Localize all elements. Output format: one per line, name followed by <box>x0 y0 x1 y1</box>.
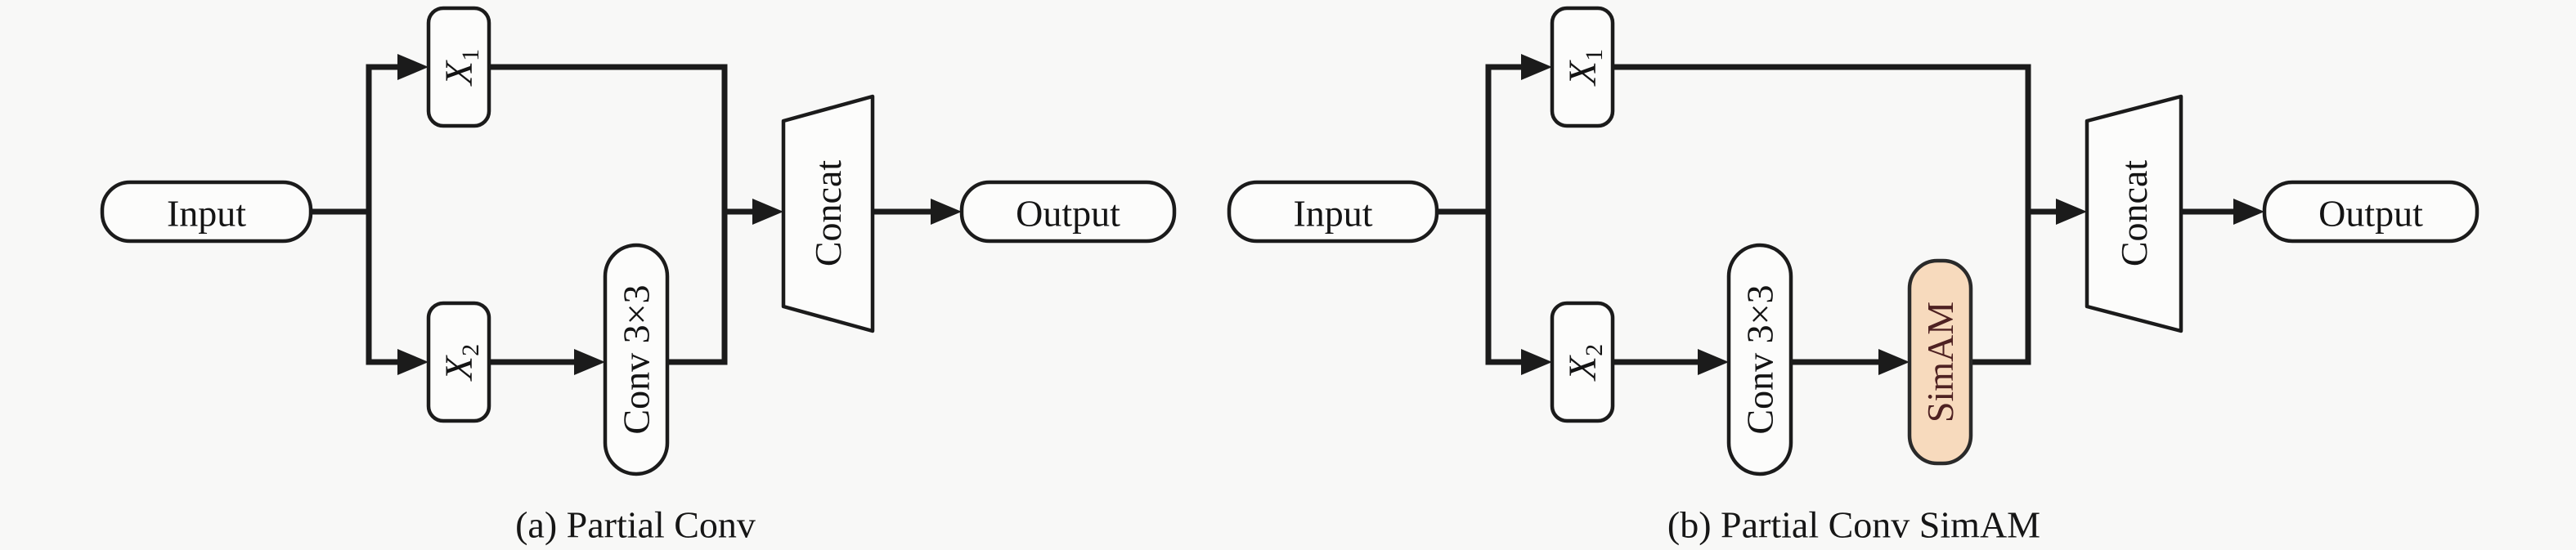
x2-base-a: X <box>438 355 481 382</box>
node-concat-a: Concat <box>781 94 875 333</box>
simam-label-b: SimAM <box>1919 302 1961 423</box>
simam-box-b <box>1907 258 1973 466</box>
concat-shape-b <box>2085 94 2183 333</box>
x2-sub-a: 2 <box>457 344 484 356</box>
node-conv-a: Conv 3×3 <box>603 243 670 476</box>
conv-box-a <box>603 243 670 476</box>
arrowhead-into-conv-b <box>1698 349 1729 375</box>
node-x2-a: X2 <box>426 301 491 423</box>
node-output-b: Output <box>2262 180 2480 244</box>
x1-base-b: X <box>1561 60 1604 87</box>
arrowhead-into-output-a <box>931 199 962 225</box>
arrowhead-into-x1-a <box>397 54 429 80</box>
x1-sub-b: 1 <box>1581 49 1608 61</box>
x1-box-a <box>426 6 491 128</box>
input-label-b: Input <box>1293 193 1372 235</box>
node-x1-a: X1 <box>426 6 491 128</box>
conv-box-b <box>1726 243 1793 476</box>
arrowhead-into-concat-a <box>752 199 783 225</box>
caption-b: (b) Partial Conv SimAM <box>1667 504 2040 546</box>
arrowhead-into-simam-b <box>1878 349 1910 375</box>
output-box-a <box>959 180 1177 244</box>
x2-box-a <box>426 301 491 423</box>
concat-shape-a <box>781 94 875 333</box>
node-output-a: Output <box>959 180 1177 244</box>
concat-label-a: Concat <box>807 160 849 267</box>
node-concat-b: Concat <box>2085 94 2183 333</box>
arrowhead-into-conv-a <box>574 349 605 375</box>
output-box-b <box>2262 180 2480 244</box>
diagram-partial-conv-simam: Input X1 X2 Conv 3×3 SimAM Concat Output… <box>1227 6 2480 546</box>
caption-a: (a) Partial Conv <box>515 504 756 546</box>
diagram-partial-conv: Input X1 X2 Conv 3×3 Concat Output (a) P… <box>100 6 1177 546</box>
node-x2-b: X2 <box>1550 301 1615 423</box>
x1-base-a: X <box>438 60 481 87</box>
node-x1-b: X1 <box>1550 6 1615 128</box>
input-box-b <box>1227 180 1439 244</box>
node-simam-b: SimAM <box>1907 258 1973 466</box>
x2-label-b: X2 <box>1561 344 1608 382</box>
input-label-a: Input <box>167 193 246 235</box>
arrowhead-into-output-b <box>2233 199 2264 225</box>
output-label-a: Output <box>1016 193 1120 235</box>
input-box-a <box>100 180 313 244</box>
arrowhead-into-x1-b <box>1521 54 1552 80</box>
node-conv-b: Conv 3×3 <box>1726 243 1793 476</box>
output-label-b: Output <box>2318 193 2423 235</box>
x1-label-b: X1 <box>1561 49 1608 87</box>
node-input-a: Input <box>100 180 313 244</box>
conv-label-a: Conv 3×3 <box>616 284 657 434</box>
arrowhead-into-concat-b <box>2056 199 2087 225</box>
x1-box-b <box>1550 6 1615 128</box>
x1-label-a: X1 <box>438 49 484 87</box>
x1-sub-a: 1 <box>457 49 484 61</box>
arrowhead-into-x2-a <box>397 349 429 375</box>
arrowhead-into-x2-b <box>1521 349 1552 375</box>
x2-base-b: X <box>1561 355 1604 382</box>
node-input-b: Input <box>1227 180 1439 244</box>
x2-box-b <box>1550 301 1615 423</box>
x2-sub-b: 2 <box>1581 344 1608 356</box>
concat-label-b: Concat <box>2113 160 2155 267</box>
x2-label-a: X2 <box>438 344 484 382</box>
conv-label-b: Conv 3×3 <box>1739 284 1781 434</box>
